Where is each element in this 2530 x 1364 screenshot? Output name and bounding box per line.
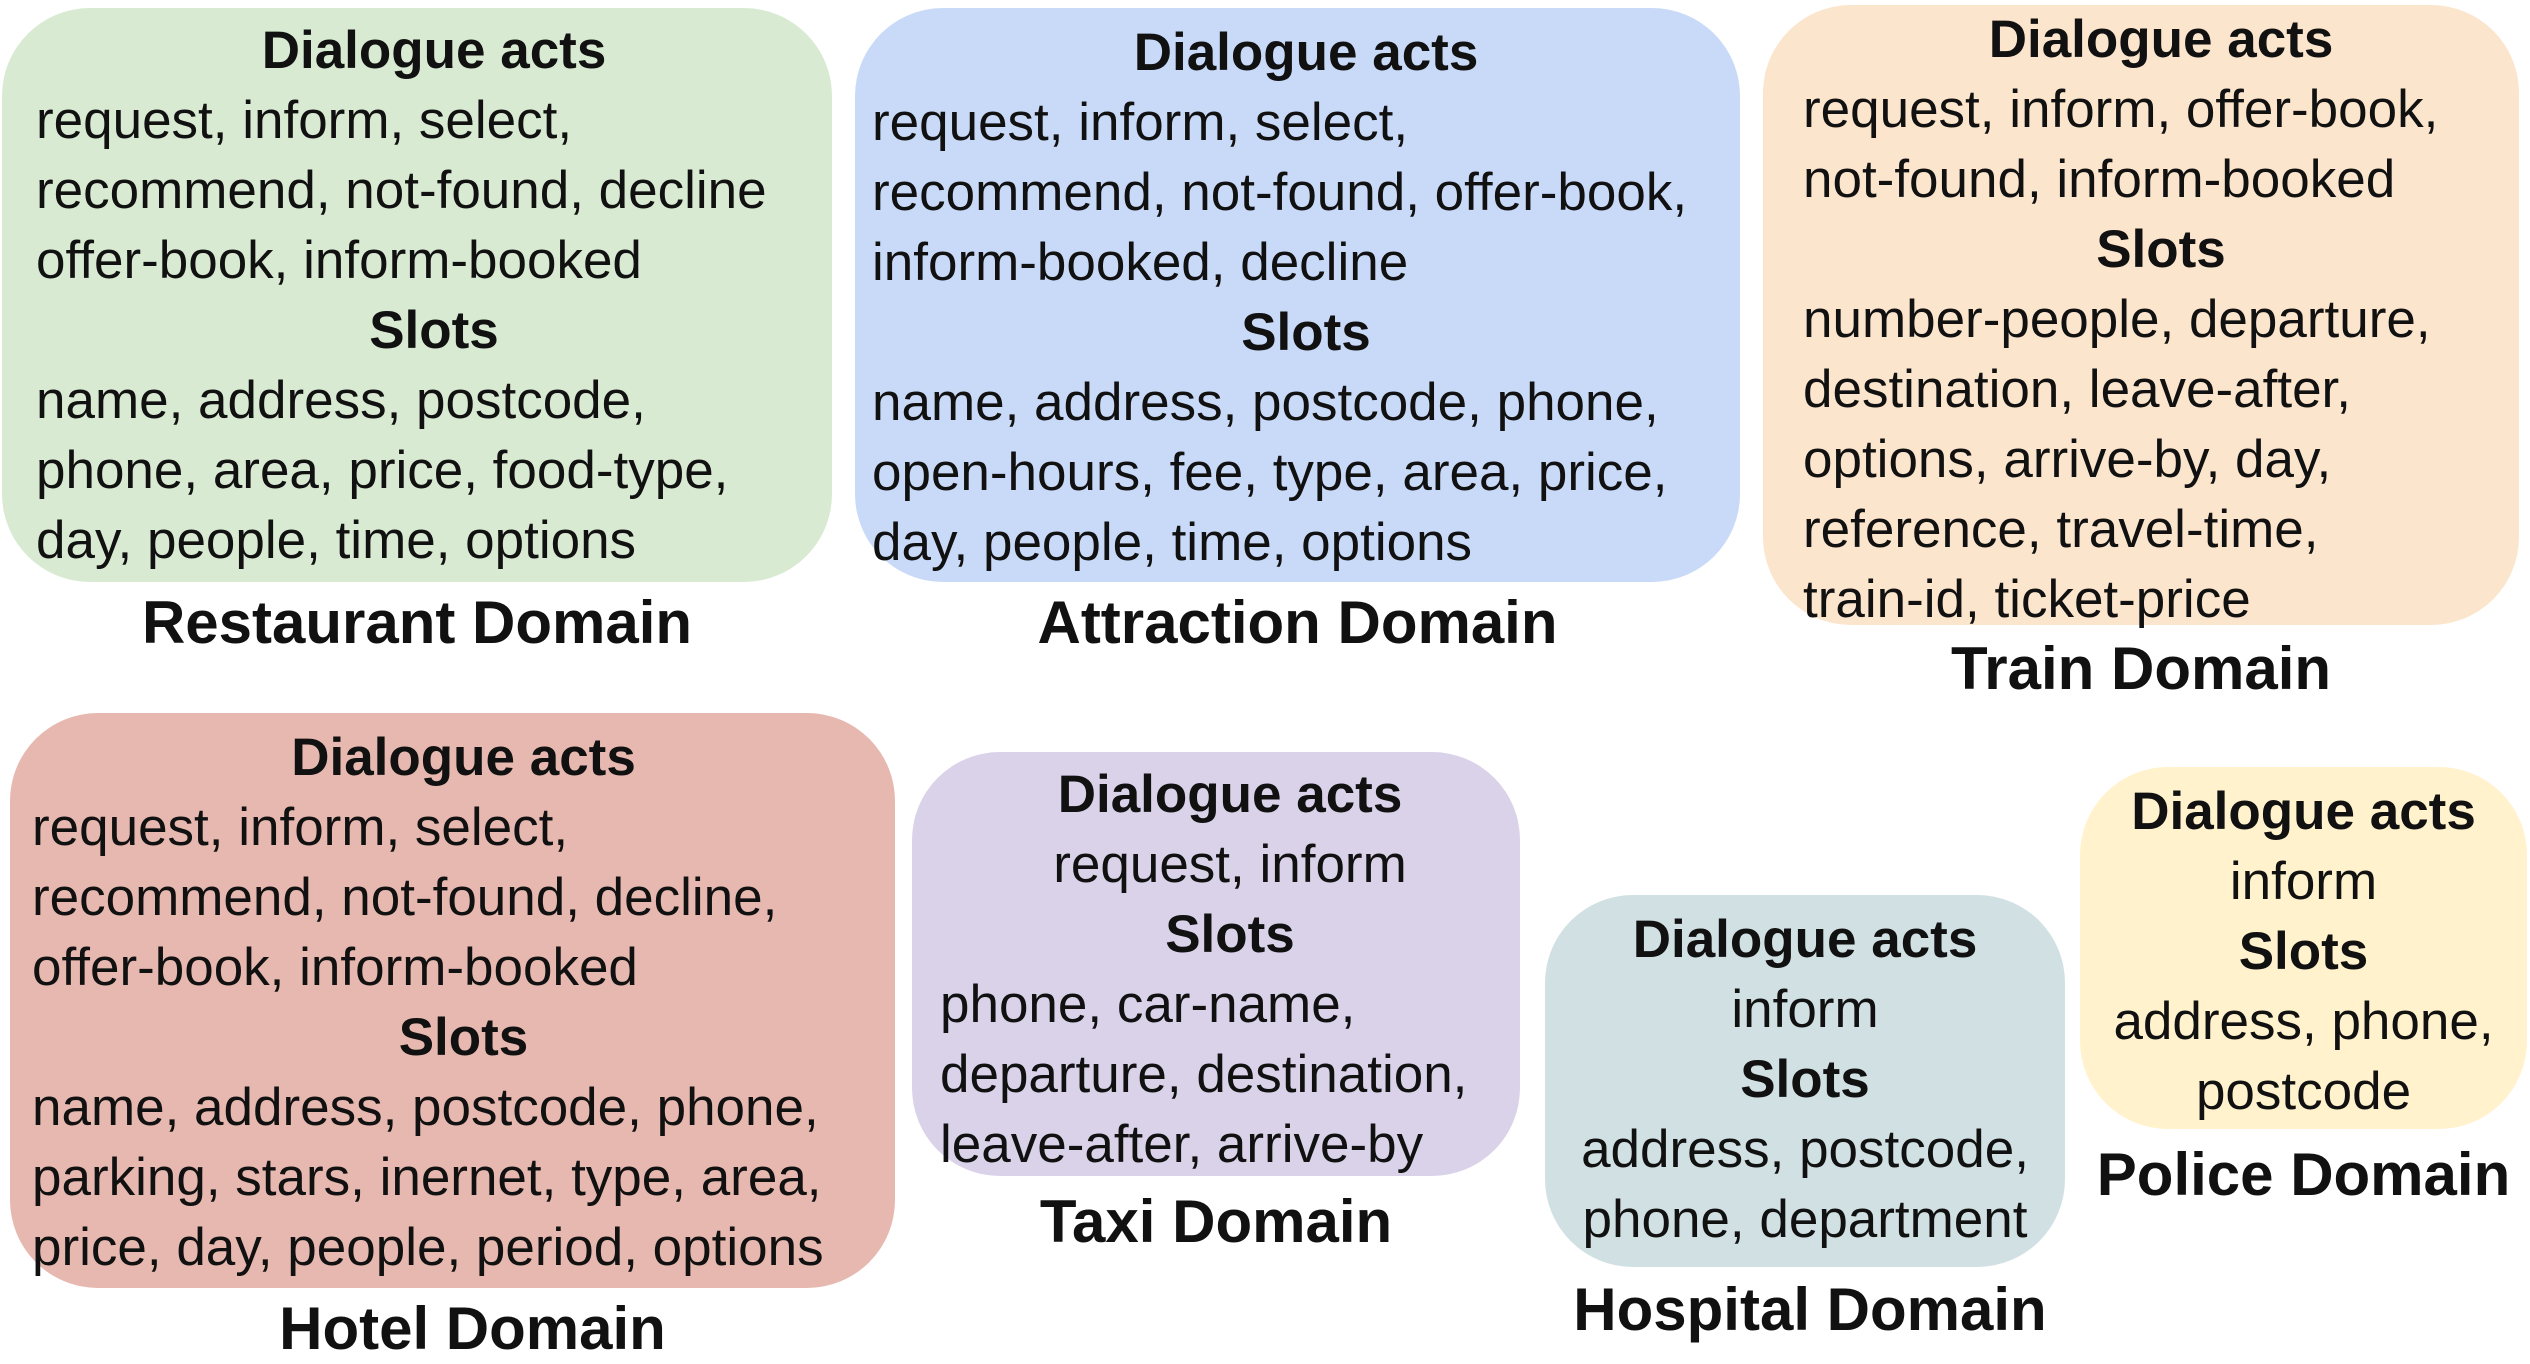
train-domain-box: Dialogue acts request, inform, offer-boo… (1763, 5, 2519, 629)
hotel-acts-heading: Dialogue acts (291, 728, 636, 787)
hotel-domain-label: Hotel Domain (279, 1295, 666, 1362)
taxi-acts-heading: Dialogue acts (1057, 765, 1403, 824)
attraction-acts-list: request, inform, select, recommend, not-… (872, 93, 1688, 292)
hotel-domain-box: Dialogue acts request, inform, select, r… (10, 713, 895, 1288)
restaurant-domain-label: Restaurant Domain (141, 589, 693, 656)
train-acts-list: request, inform, offer-book, not-found, … (1803, 80, 2439, 209)
hospital-domain-box: Dialogue acts inform Slots address, post… (1545, 895, 2065, 1267)
restaurant-domain-box: Dialogue acts request, inform, select, r… (2, 8, 832, 582)
hospital-slots-heading: Slots (1740, 1050, 1870, 1109)
hotel-acts-list: request, inform, select, recommend, not-… (32, 798, 778, 997)
attraction-acts-heading: Dialogue acts (1133, 23, 1479, 82)
taxi-slots-heading: Slots (1165, 905, 1295, 964)
attraction-slots-heading: Slots (1241, 303, 1371, 362)
attraction-domain-label: Attraction Domain (1037, 589, 1558, 656)
hospital-acts-heading: Dialogue acts (1632, 910, 1978, 969)
train-domain-label: Train Domain (1950, 635, 2332, 702)
police-acts-heading: Dialogue acts (2131, 782, 2476, 841)
taxi-domain-label: Taxi Domain (1039, 1188, 1393, 1255)
police-acts-list: inform (2229, 852, 2378, 911)
hospital-acts-list: inform (1731, 980, 1879, 1039)
restaurant-acts-list: request, inform, select, recommend, not-… (36, 91, 767, 290)
hotel-slots-list: name, address, postcode, phone, parking,… (32, 1078, 824, 1277)
restaurant-slots-list: name, address, postcode, phone, area, pr… (36, 371, 729, 570)
taxi-domain-box: Dialogue acts request, inform Slots phon… (912, 752, 1520, 1176)
restaurant-acts-heading: Dialogue acts (261, 21, 607, 80)
hospital-domain-label: Hospital Domain (1573, 1276, 2047, 1343)
attraction-slots-list: name, address, postcode, phone, open-hou… (872, 373, 1668, 572)
hotel-slots-heading: Slots (398, 1008, 529, 1067)
police-domain-label: Police Domain (2096, 1141, 2511, 1208)
taxi-slots-list: phone, car-name, departure, destination,… (940, 975, 1468, 1174)
train-slots-list: number-people, departure, destination, l… (1803, 290, 2431, 629)
attraction-domain-box: Dialogue acts request, inform, select, r… (855, 8, 1740, 582)
hospital-slots-list: address, postcode, phone, department (1581, 1120, 2029, 1249)
police-domain-box: Dialogue acts inform Slots address, phon… (2080, 767, 2527, 1129)
train-slots-heading: Slots (2096, 220, 2226, 279)
restaurant-slots-heading: Slots (369, 301, 499, 360)
police-slots-heading: Slots (2238, 922, 2369, 981)
train-acts-heading: Dialogue acts (1988, 10, 2334, 69)
police-slots-list: address, phone, postcode (2113, 992, 2494, 1121)
taxi-acts-list: request, inform (1053, 835, 1407, 894)
